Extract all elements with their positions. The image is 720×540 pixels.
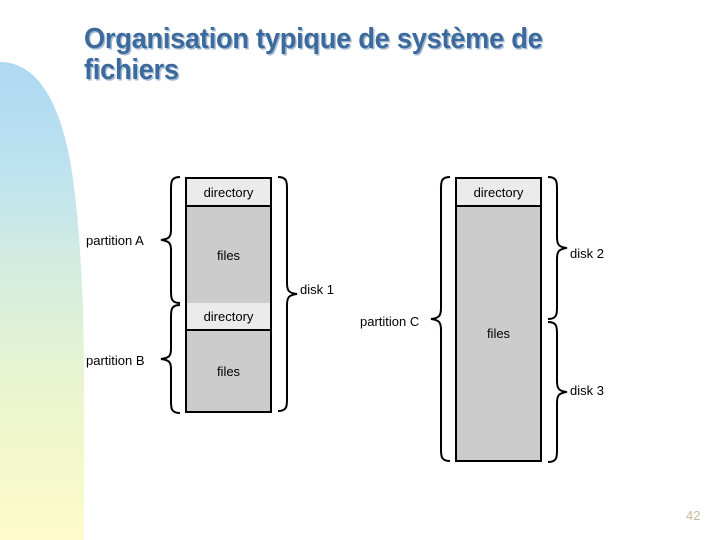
disk1-partitionB-directory-cell: directory: [187, 303, 270, 331]
partitionC-column: directory files: [455, 177, 542, 462]
partition-a-label: partition A: [86, 233, 144, 248]
disk2-label: disk 2: [570, 246, 604, 261]
partition-c-brace-icon: [430, 176, 451, 462]
partition-c-label: partition C: [360, 314, 420, 329]
page-title: Organisation typique de système de fichi…: [84, 23, 543, 87]
partitionC-files-cell: files: [457, 207, 540, 460]
partition-b-brace-icon: [160, 304, 181, 414]
disk1-brace-icon: [277, 176, 298, 412]
disk1-partitionA-files-cell: files: [187, 207, 270, 303]
partition-a-brace-icon: [160, 176, 181, 304]
disk3-label: disk 3: [570, 383, 604, 398]
disk1-column: directory files directory files: [185, 177, 272, 413]
partition-b-label: partition B: [86, 353, 145, 368]
partitionC-directory-cell: directory: [457, 179, 540, 207]
disk1-label: disk 1: [300, 282, 334, 297]
disk2-brace-icon: [547, 176, 568, 320]
page-number: 42: [686, 508, 701, 523]
disk1-partitionA-directory-cell: directory: [187, 179, 270, 207]
disk1-partitionB-files-cell: files: [187, 331, 270, 411]
disk3-brace-icon: [547, 321, 568, 463]
